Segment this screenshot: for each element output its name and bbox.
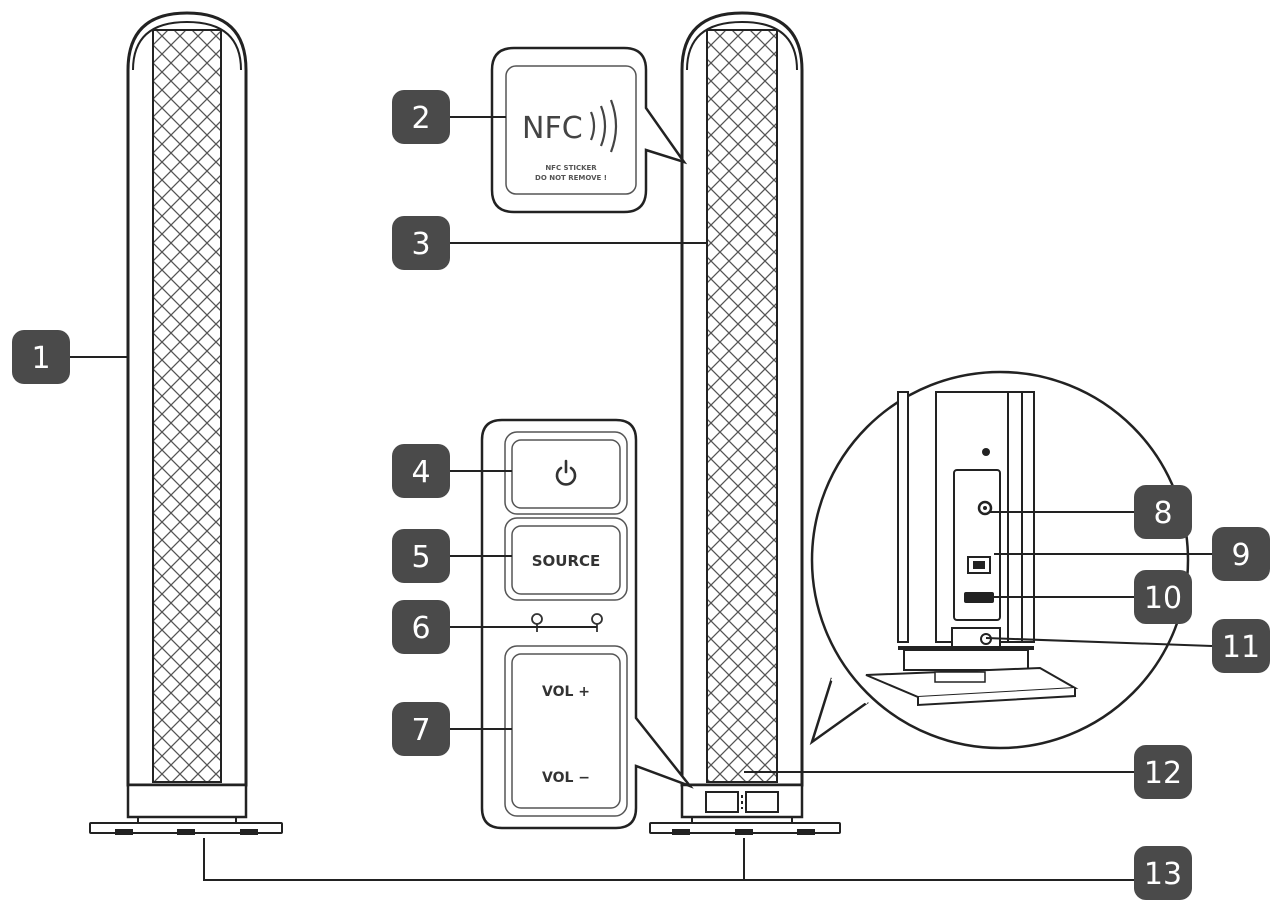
callout-9: 9 <box>1212 527 1270 581</box>
volume-button[interactable]: VOL + VOL − <box>504 645 628 817</box>
svg-text:7: 7 <box>411 713 430 748</box>
callout-8: 8 <box>1134 485 1192 539</box>
svg-text:3: 3 <box>411 227 430 262</box>
right-speaker-bottom-control <box>705 791 739 813</box>
svg-text:1: 1 <box>31 341 50 376</box>
right-speaker-grille <box>706 29 778 783</box>
svg-text:11: 11 <box>1222 630 1260 665</box>
callout-10: 10 <box>1134 570 1192 624</box>
callout-5: 5 <box>392 529 450 583</box>
nfc-waves-icon <box>589 99 618 153</box>
power-icon <box>555 459 577 486</box>
source-button[interactable]: SOURCE <box>504 517 628 601</box>
nfc-sticker-callout: NFC NFC STICKER DO NOT REMOVE ! <box>490 46 688 214</box>
callout-13: 13 <box>1134 846 1192 900</box>
vol-down-label: VOL − <box>542 770 590 786</box>
svg-text:10: 10 <box>1144 581 1182 616</box>
callout-2: 2 <box>392 90 450 144</box>
left-speaker-grille <box>152 29 222 783</box>
left-speaker <box>89 11 283 835</box>
svg-text:9: 9 <box>1231 538 1250 573</box>
vol-up-label: VOL + <box>542 684 590 700</box>
svg-text:2: 2 <box>411 101 430 136</box>
svg-text:4: 4 <box>411 455 430 490</box>
callout-7: 7 <box>392 702 450 756</box>
rear-panel-callout <box>809 370 1190 750</box>
power-button[interactable] <box>504 431 628 515</box>
callout-11: 11 <box>1212 619 1270 673</box>
hdmi-port <box>964 592 994 603</box>
leader-lines <box>70 116 1213 881</box>
svg-text:5: 5 <box>411 540 430 575</box>
indicator-led-left <box>531 613 543 625</box>
source-button-label: SOURCE <box>532 552 601 570</box>
nfc-sticker-line1: NFC STICKER <box>545 164 597 172</box>
svg-text:12: 12 <box>1144 756 1182 791</box>
callout-12: 12 <box>1134 745 1192 799</box>
callout-4: 4 <box>392 444 450 498</box>
nfc-sticker-line2: DO NOT REMOVE ! <box>535 174 607 182</box>
callout-6: 6 <box>392 600 450 654</box>
control-panel: SOURCE VOL + VOL − <box>480 418 694 830</box>
callout-1: 1 <box>12 330 70 384</box>
callout-badges: 1 2 3 4 5 6 7 8 <box>12 90 1270 900</box>
svg-text:8: 8 <box>1153 496 1172 531</box>
indicator-led-right <box>591 613 603 625</box>
svg-text:6: 6 <box>411 611 430 646</box>
right-speaker <box>649 11 841 835</box>
svg-text:13: 13 <box>1144 857 1182 892</box>
callout-3: 3 <box>392 216 450 270</box>
nfc-logo-text: NFC <box>522 111 583 146</box>
